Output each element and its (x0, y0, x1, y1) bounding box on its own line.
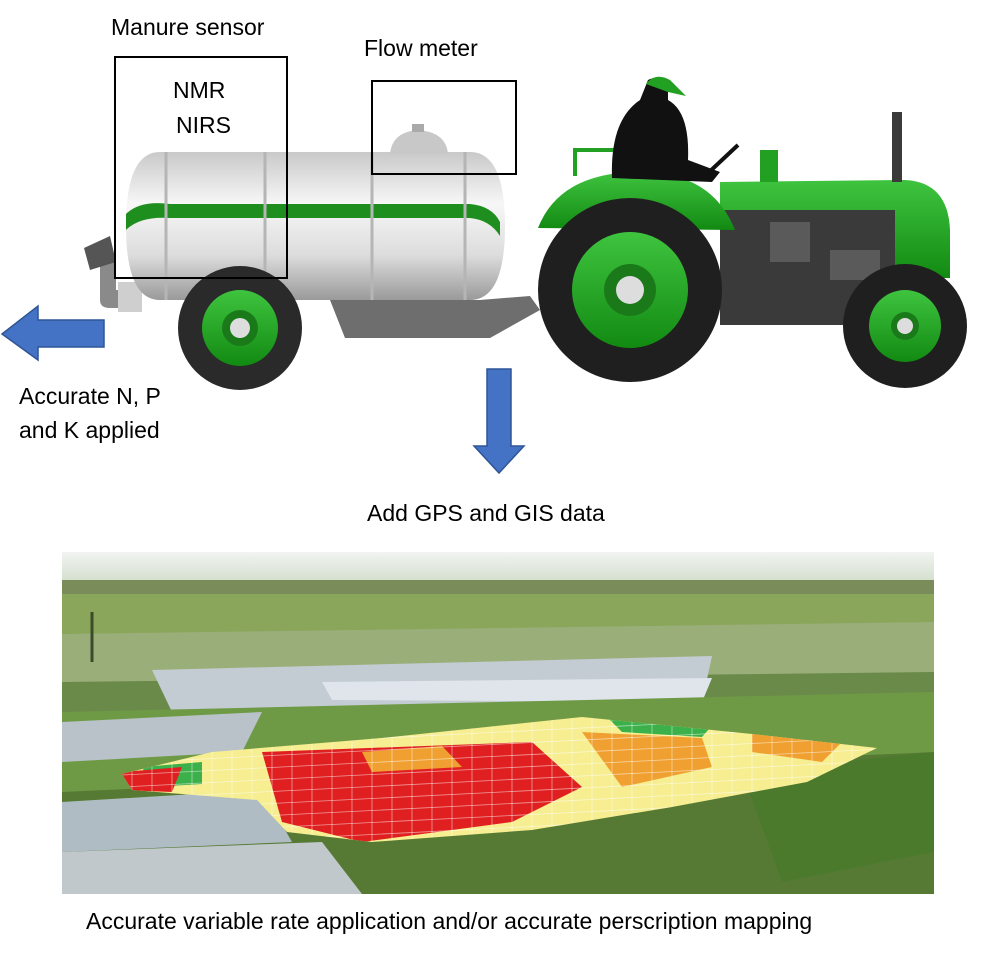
applied-label-line2: and K applied (19, 417, 160, 443)
applied-arrow (0, 304, 105, 362)
tank-wheel (178, 266, 302, 390)
slurry-tank (126, 124, 505, 300)
field-prescription-map-image (62, 552, 934, 894)
applied-label-line1: Accurate N, P (19, 383, 161, 409)
drawbar (330, 296, 540, 338)
flow-meter-box (371, 80, 517, 175)
nirs-label: NIRS (176, 112, 231, 138)
manure-sensor-label: Manure sensor (111, 14, 265, 40)
caption: Accurate variable rate application and/o… (86, 908, 813, 934)
gps-arrow (472, 368, 526, 475)
tractor (538, 76, 967, 388)
manure-sensor-box (114, 56, 288, 279)
gps-gis-label: Add GPS and GIS data (367, 500, 605, 526)
flow-meter-label: Flow meter (364, 35, 478, 61)
nmr-label: NMR (173, 77, 226, 103)
